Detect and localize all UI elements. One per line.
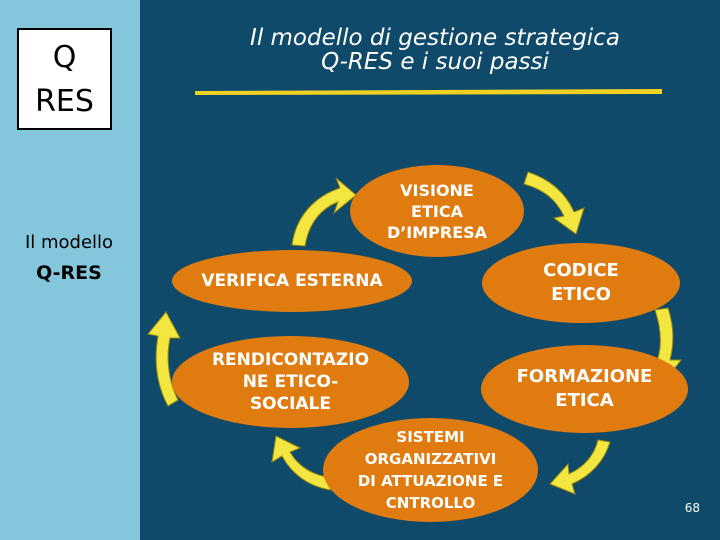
- slide-subtitle: Q-RES e i suoi passi: [321, 49, 549, 75]
- step-rendicontazione-line: SOCIALE: [249, 394, 332, 414]
- sidebar-caption: Il modello: [24, 232, 114, 253]
- arrow-sistemi-to-rendicontazione: [271, 435, 333, 491]
- logo-res: RES: [35, 84, 94, 119]
- step-sistemi-line: ORGANIZZATIVI: [364, 450, 497, 468]
- step-visione-line: ETICA: [411, 201, 463, 221]
- step-rendicontazione-line: NE ETICO-: [242, 372, 339, 392]
- step-rendicontazione: RENDICONTAZIO NE ETICO- SOCIALE: [172, 336, 409, 428]
- step-codice-etico: CODICE ETICO: [482, 243, 680, 323]
- slide-title: Il modello di gestione strategica: [250, 25, 620, 51]
- q-res-logo: Q RES: [17, 28, 112, 130]
- step-sistemi-line: SISTEMI: [396, 428, 465, 446]
- step-codice-line: CODICE: [543, 260, 619, 281]
- arrow-formazione-to-sistemi: [549, 439, 611, 495]
- step-visione-etica: VISIONE ETICA D’IMPRESA: [350, 165, 524, 257]
- step-formazione-etica: FORMAZIONE ETICA: [481, 345, 688, 433]
- step-sistemi-line: DI ATTUAZIONE E: [357, 472, 504, 490]
- step-verifica-esterna: VERIFICA ESTERNA: [172, 250, 412, 312]
- page-number: 68: [684, 501, 700, 515]
- logo-q: Q: [52, 40, 77, 75]
- title-underline: [195, 89, 662, 95]
- arrow-rendicontazione-to-verifica: [147, 311, 181, 407]
- step-formazione-line: FORMAZIONE: [516, 366, 653, 387]
- step-sistemi-line: CNTROLLO: [385, 494, 476, 512]
- step-visione-line: VISIONE: [400, 180, 474, 200]
- sidebar: Q RES Il modello Q-RES: [0, 0, 140, 540]
- arrow-verifica-to-visione: [291, 177, 357, 247]
- sidebar-model-name: Q-RES: [36, 262, 102, 284]
- step-visione-line: D’IMPRESA: [386, 222, 488, 242]
- step-rendicontazione-line: RENDICONTAZIO: [211, 350, 370, 370]
- step-sistemi-organizzativi: SISTEMI ORGANIZZATIVI DI ATTUAZIONE E CN…: [323, 418, 538, 522]
- step-codice-line: ETICO: [551, 284, 611, 305]
- step-formazione-line: ETICA: [555, 390, 614, 411]
- arrow-visione-to-codice: [523, 171, 585, 235]
- step-verifica-line: VERIFICA ESTERNA: [201, 270, 383, 291]
